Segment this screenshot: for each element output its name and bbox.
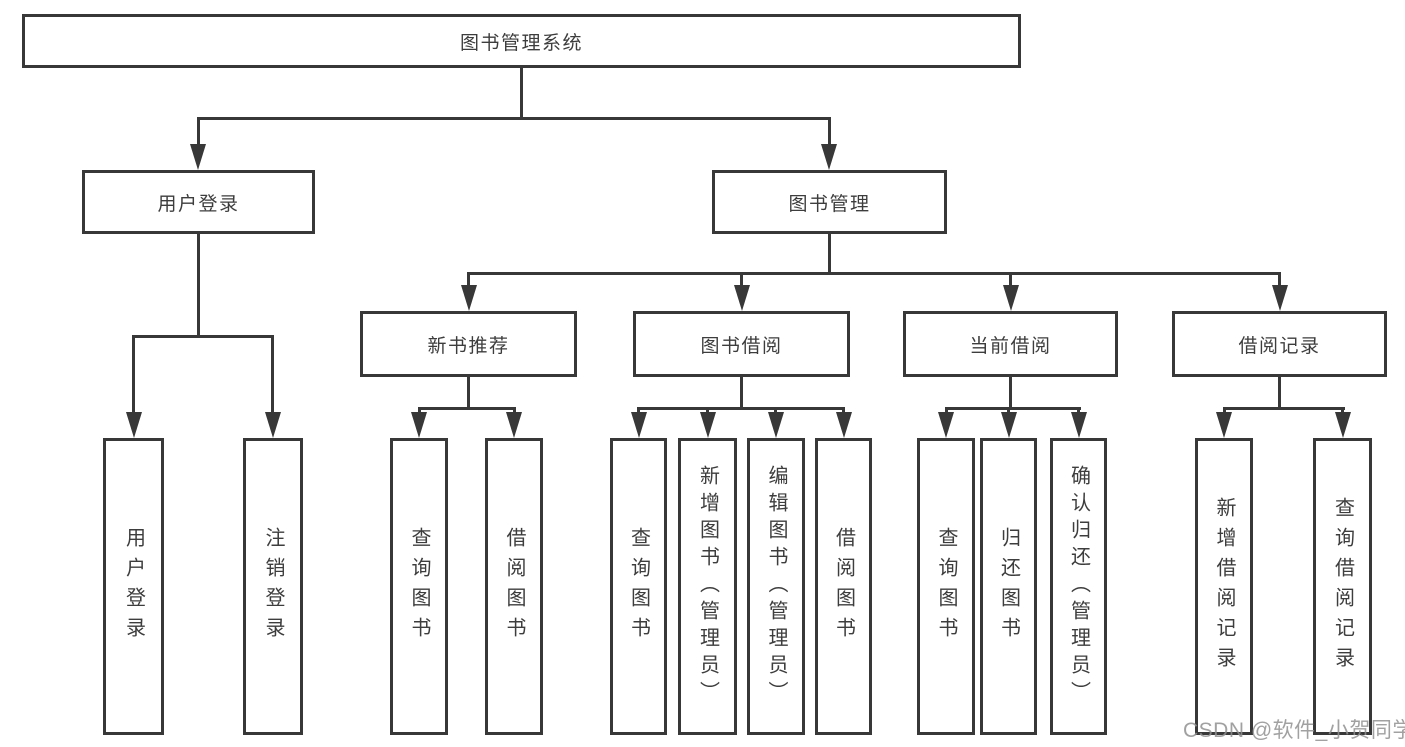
leaf-borrow-add-book-admin-label: 新增图书（管理员） (696, 465, 719, 708)
edge-bookmgmt-drop-2 (740, 272, 743, 292)
edge-root-branch (197, 117, 831, 120)
edge-userlogin-drop-1 (132, 335, 135, 420)
leaf-records-add-record-label: 新增借阅记录 (1213, 496, 1235, 677)
edge-g2-stem (740, 377, 743, 410)
arrow-down-icon (938, 412, 954, 438)
leaf-records-query-record-label: 查询借阅记录 (1331, 496, 1354, 677)
leaf-borrow-edit-book-admin: 编辑图书（管理员） (747, 438, 805, 735)
node-book-management: 图书管理 (712, 170, 947, 234)
arrow-down-icon (821, 144, 837, 170)
arrow-down-icon (1071, 412, 1087, 438)
edge-bookmgmt-branch (467, 272, 1281, 275)
edge-root-drop-right (828, 117, 831, 150)
edge-root-stem (520, 68, 523, 120)
arrow-down-icon (1335, 412, 1351, 438)
node-book-borrow: 图书借阅 (633, 311, 850, 377)
arrow-down-icon (734, 285, 750, 311)
node-borrow-records-label: 借阅记录 (1238, 335, 1321, 357)
leaf-borrow-borrow-books: 借阅图书 (815, 438, 872, 735)
node-user-login: 用户登录 (82, 170, 315, 234)
arrow-down-icon (631, 412, 647, 438)
node-current-borrow: 当前借阅 (903, 311, 1118, 377)
leaf-logout-label: 注销登录 (262, 526, 284, 647)
arrow-down-icon (265, 412, 281, 438)
leaf-current-return-books: 归还图书 (980, 438, 1037, 735)
node-current-borrow-label: 当前借阅 (969, 335, 1052, 357)
edge-root-drop-left (197, 117, 200, 150)
leaf-borrow-query-books-label: 查询图书 (627, 526, 650, 647)
arrow-down-icon (411, 412, 427, 438)
arrow-down-icon (700, 412, 716, 438)
arrow-down-icon (126, 412, 142, 438)
node-new-book-recommend: 新书推荐 (360, 311, 577, 377)
edge-bookmgmt-stem (828, 234, 831, 275)
edge-g3-branch (945, 407, 1081, 410)
leaf-logout: 注销登录 (243, 438, 303, 735)
arrow-down-icon (768, 412, 784, 438)
arrow-down-icon (1003, 285, 1019, 311)
leaf-borrow-query-books: 查询图书 (610, 438, 667, 735)
leaf-borrow-borrow-books-label: 借阅图书 (832, 526, 855, 647)
arrow-down-icon (506, 412, 522, 438)
node-new-book-recommend-label: 新书推荐 (427, 335, 510, 357)
edge-userlogin-drop-2 (271, 335, 274, 420)
node-user-login-label: 用户登录 (157, 193, 240, 215)
csdn-watermark: CSDN @软件_小贺同学 (1183, 719, 1405, 742)
leaf-user-login-label: 用户登录 (122, 526, 145, 647)
leaf-current-query-books-label: 查询图书 (935, 526, 957, 647)
arrow-down-icon (190, 144, 206, 170)
edge-g4-stem (1278, 377, 1281, 410)
leaf-user-login: 用户登录 (103, 438, 164, 735)
edge-g3-stem (1009, 377, 1012, 410)
node-root-label: 图书管理系统 (459, 32, 583, 54)
leaf-records-query-record: 查询借阅记录 (1313, 438, 1372, 735)
arrow-down-icon (461, 285, 477, 311)
leaf-current-confirm-return-admin: 确认归还（管理员） (1050, 438, 1107, 735)
leaf-current-confirm-return-admin-label: 确认归还（管理员） (1067, 465, 1090, 708)
arrow-down-icon (1272, 285, 1288, 311)
edge-userlogin-stem (197, 234, 200, 338)
leaf-current-query-books: 查询图书 (917, 438, 975, 735)
node-book-borrow-label: 图书借阅 (700, 335, 783, 357)
arrow-down-icon (1001, 412, 1017, 438)
arrow-down-icon (1216, 412, 1232, 438)
arrow-down-icon (836, 412, 852, 438)
leaf-newbook-borrow-books-label: 借阅图书 (503, 526, 525, 647)
leaf-newbook-query-books: 查询图书 (390, 438, 448, 735)
node-borrow-records: 借阅记录 (1172, 311, 1387, 377)
leaf-borrow-add-book-admin: 新增图书（管理员） (678, 438, 737, 735)
node-book-management-label: 图书管理 (788, 193, 871, 215)
edge-g2-branch (637, 407, 845, 410)
edge-bookmgmt-drop-4 (1278, 272, 1281, 292)
leaf-borrow-edit-book-admin-label: 编辑图书（管理员） (765, 465, 787, 708)
edge-g1-branch (418, 407, 516, 410)
edge-g1-stem (467, 377, 470, 410)
edge-bookmgmt-drop-1 (467, 272, 470, 292)
node-root: 图书管理系统 (22, 14, 1021, 68)
leaf-newbook-borrow-books: 借阅图书 (485, 438, 543, 735)
leaf-newbook-query-books-label: 查询图书 (408, 526, 430, 647)
edge-g4-branch (1223, 407, 1345, 410)
edge-bookmgmt-drop-3 (1009, 272, 1012, 292)
leaf-current-return-books-label: 归还图书 (997, 526, 1020, 647)
edge-userlogin-branch (132, 335, 274, 338)
leaf-records-add-record: 新增借阅记录 (1195, 438, 1253, 735)
